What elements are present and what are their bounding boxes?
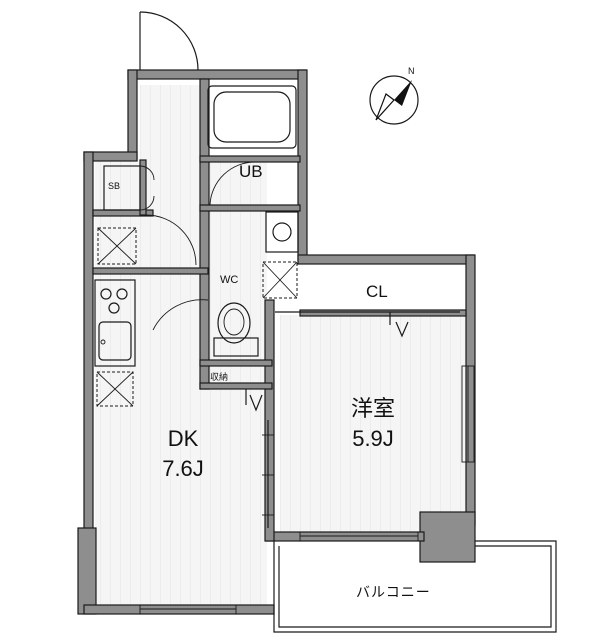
shoe-box	[103, 165, 155, 211]
closet-doors	[275, 311, 460, 338]
windows	[139, 365, 475, 615]
western-room-floor	[280, 315, 466, 537]
vent-boxes	[96, 227, 298, 407]
ub-door-swing	[209, 161, 256, 206]
western-room-name: 洋室	[350, 396, 395, 421]
wc-label: WC	[220, 274, 239, 286]
balcony-label: バルコニー	[356, 584, 431, 600]
wc-door-swing	[152, 299, 209, 331]
bathtub	[207, 85, 297, 149]
toilet	[213, 302, 259, 357]
entrance-door	[139, 11, 199, 71]
entrance-floor	[140, 85, 205, 165]
ub-label: UB	[239, 162, 263, 181]
compass-icon	[369, 75, 419, 125]
dk-room-label: DK 7.6J	[140, 424, 226, 484]
dk-room-size: 7.6J	[162, 456, 204, 481]
wash-basin	[265, 211, 299, 253]
outer-walls	[77, 69, 557, 633]
western-room-size: 5.9J	[352, 426, 394, 451]
dk-door-swing	[145, 214, 197, 266]
sb-label: SB	[108, 181, 121, 191]
dk-room-name: DK	[167, 426, 199, 451]
storage-label: 収納	[210, 372, 229, 382]
western-room-label: 洋室 5.9J	[325, 394, 421, 454]
sliding-door	[245, 389, 274, 528]
compass-north-label: N	[408, 66, 415, 76]
cl-label: CL	[366, 282, 388, 301]
interior-walls	[92, 78, 467, 542]
kitchen-counter	[94, 279, 136, 367]
